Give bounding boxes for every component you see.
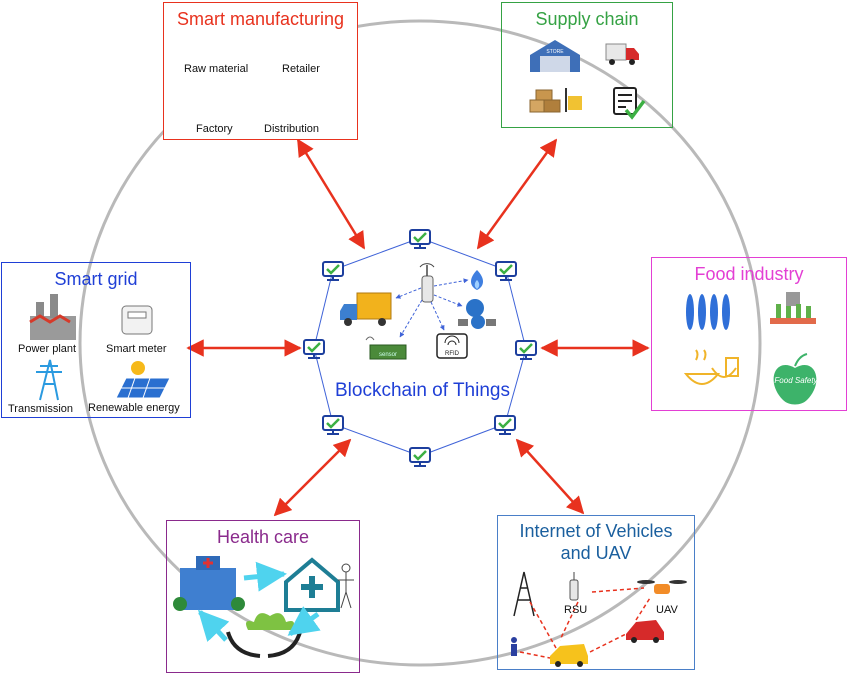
warehouse-sign: STORE bbox=[546, 49, 564, 55]
network-link bbox=[419, 237, 507, 271]
warehouse-icon: STORE bbox=[530, 40, 580, 72]
smart-manufacturing-box: Smart manufacturing Raw material Retaile… bbox=[163, 2, 358, 140]
delivery-truck-icon bbox=[605, 43, 639, 65]
iot-devices: sensor RFID bbox=[340, 263, 496, 360]
red-car-icon bbox=[626, 620, 664, 643]
sensor-board-icon: sensor bbox=[365, 336, 407, 360]
monitor-node-icon bbox=[322, 415, 344, 435]
yellow-taxi-icon bbox=[550, 644, 588, 667]
food-industry-icons: Food Safety bbox=[683, 292, 819, 405]
home-care-icon bbox=[284, 557, 340, 612]
network-link bbox=[332, 237, 421, 271]
bottling-line-icon bbox=[770, 292, 816, 324]
retailer-label: Retailer bbox=[282, 63, 320, 75]
valve-sensor-icon bbox=[458, 299, 496, 329]
transmission-tower-icon bbox=[36, 359, 62, 401]
smart-meter-icon bbox=[121, 305, 153, 335]
rsu-antenna-icon bbox=[569, 572, 579, 601]
monitor-node-icon bbox=[515, 340, 537, 360]
smart-grid-icons bbox=[29, 294, 171, 401]
rfid-icon: RFID bbox=[436, 333, 468, 359]
supply-chain-title: Supply chain bbox=[535, 9, 639, 29]
supply-chain-icons: STORE bbox=[529, 40, 646, 120]
hospital-icon bbox=[173, 556, 245, 611]
food-safety-apple-icon: Food Safety bbox=[773, 353, 819, 405]
vehicles-uav-box: Internet of Vehicles and UAV RSU UAV bbox=[497, 515, 695, 670]
monitor-node-icon bbox=[409, 229, 431, 249]
renewable-energy-label: Renewable energy bbox=[88, 402, 180, 414]
vehicles-title-line2: and UAV bbox=[560, 543, 632, 563]
wheat-icon bbox=[686, 294, 730, 330]
network-link bbox=[504, 269, 528, 350]
flame-icon bbox=[471, 270, 483, 290]
wireless-links bbox=[519, 587, 651, 659]
vehicles-title-line1: Internet of Vehicles bbox=[519, 521, 673, 541]
transmission-label: Transmission bbox=[8, 403, 73, 415]
solar-panel-icon bbox=[115, 361, 171, 399]
bidirectional-arrow bbox=[476, 138, 558, 250]
monitor-node-icon bbox=[322, 261, 344, 281]
forklift-boxes-icon bbox=[529, 88, 582, 113]
food-bowl-icon bbox=[683, 349, 739, 385]
health-care-title: Health care bbox=[216, 527, 310, 547]
sensor-board-label: sensor bbox=[379, 352, 397, 358]
gateway-icon bbox=[419, 263, 435, 303]
connection-arrows bbox=[186, 138, 650, 517]
bidirectional-arrow bbox=[296, 138, 366, 250]
food-safety-label: Food Safety bbox=[774, 376, 818, 385]
network-link bbox=[312, 347, 335, 425]
monitor-node-icon bbox=[495, 261, 517, 281]
rfid-label: RFID bbox=[445, 351, 460, 357]
outer-ring bbox=[78, 19, 762, 667]
network-link bbox=[312, 269, 335, 349]
checklist-icon bbox=[613, 87, 646, 120]
network-link bbox=[332, 423, 421, 457]
distribution-label: Distribution bbox=[264, 123, 320, 135]
truck-icon bbox=[340, 292, 392, 326]
smart-manufacturing-title: Smart manufacturing bbox=[176, 9, 345, 29]
smart-grid-title: Smart grid bbox=[54, 269, 138, 289]
monitor-node-icon bbox=[303, 339, 325, 359]
health-care-icons bbox=[173, 556, 354, 658]
uav-label: UAV bbox=[656, 604, 678, 616]
rsu-label: RSU bbox=[564, 604, 588, 616]
monitor-node-icon bbox=[409, 447, 431, 467]
bidirectional-arrow bbox=[515, 438, 585, 515]
center-title: Blockchain of Things bbox=[335, 380, 510, 401]
supply-chain-box: Supply chain bbox=[501, 2, 673, 128]
network-link bbox=[419, 423, 506, 457]
food-industry-title: Food industry bbox=[694, 264, 804, 284]
smart-grid-box: Smart grid Power plant Smart meter Trans… bbox=[1, 262, 191, 418]
health-care-box: Health care bbox=[166, 520, 360, 673]
factory-label: Factory bbox=[196, 123, 233, 135]
vehicles-icons bbox=[511, 571, 687, 667]
health-flow-arrows bbox=[197, 561, 321, 642]
vehicles-uav-title: Internet of Vehicles and UAV bbox=[498, 520, 694, 564]
pedestrian-icon bbox=[511, 637, 517, 656]
food-industry-box: Food industry bbox=[651, 257, 847, 411]
network-link bbox=[503, 348, 528, 425]
uav-drone-icon bbox=[637, 580, 687, 594]
monitor-node-icon bbox=[494, 415, 516, 435]
smart-meter-label: Smart meter bbox=[106, 343, 167, 355]
raw-material-label: Raw material bbox=[184, 63, 249, 75]
cell-tower-icon bbox=[513, 571, 535, 617]
patient-figure-icon bbox=[338, 563, 354, 609]
power-plant-icon bbox=[29, 294, 76, 340]
power-plant-label: Power plant bbox=[18, 343, 77, 355]
network-ring bbox=[303, 229, 537, 467]
bidirectional-arrow bbox=[273, 438, 352, 517]
